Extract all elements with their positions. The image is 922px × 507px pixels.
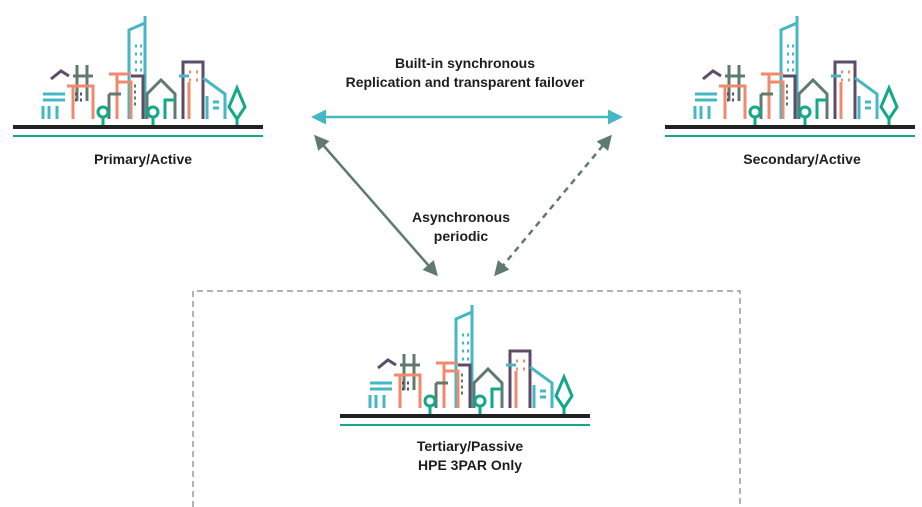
city-skyline-icon (13, 16, 263, 138)
city-skyline-icon (665, 16, 915, 138)
primary-site-label: Primary/Active (93, 151, 193, 167)
async-arrow-primary (314, 134, 438, 277)
async-link-label-line2: periodic (433, 228, 489, 244)
tertiary-site-label-line2: HPE 3PAR Only (418, 457, 522, 473)
sync-link-label: Built-in synchronous Replication and tra… (300, 54, 630, 92)
async-link-label-line1: Asynchronous (411, 209, 510, 225)
sync-link-label-line2: Replication and transparent failover (345, 74, 585, 90)
tertiary-site-label-line1: Tertiary/Passive (416, 438, 524, 454)
tertiary-site-box (192, 290, 741, 507)
async-arrow-secondary (494, 134, 612, 277)
secondary-site-label: Secondary/Active (743, 151, 861, 167)
async-link-label: Asynchronous periodic (386, 208, 536, 246)
sync-link-label-line1: Built-in synchronous (395, 55, 535, 71)
tertiary-site-label: Tertiary/Passive HPE 3PAR Only (390, 437, 550, 475)
city-skyline-icon (340, 305, 590, 427)
